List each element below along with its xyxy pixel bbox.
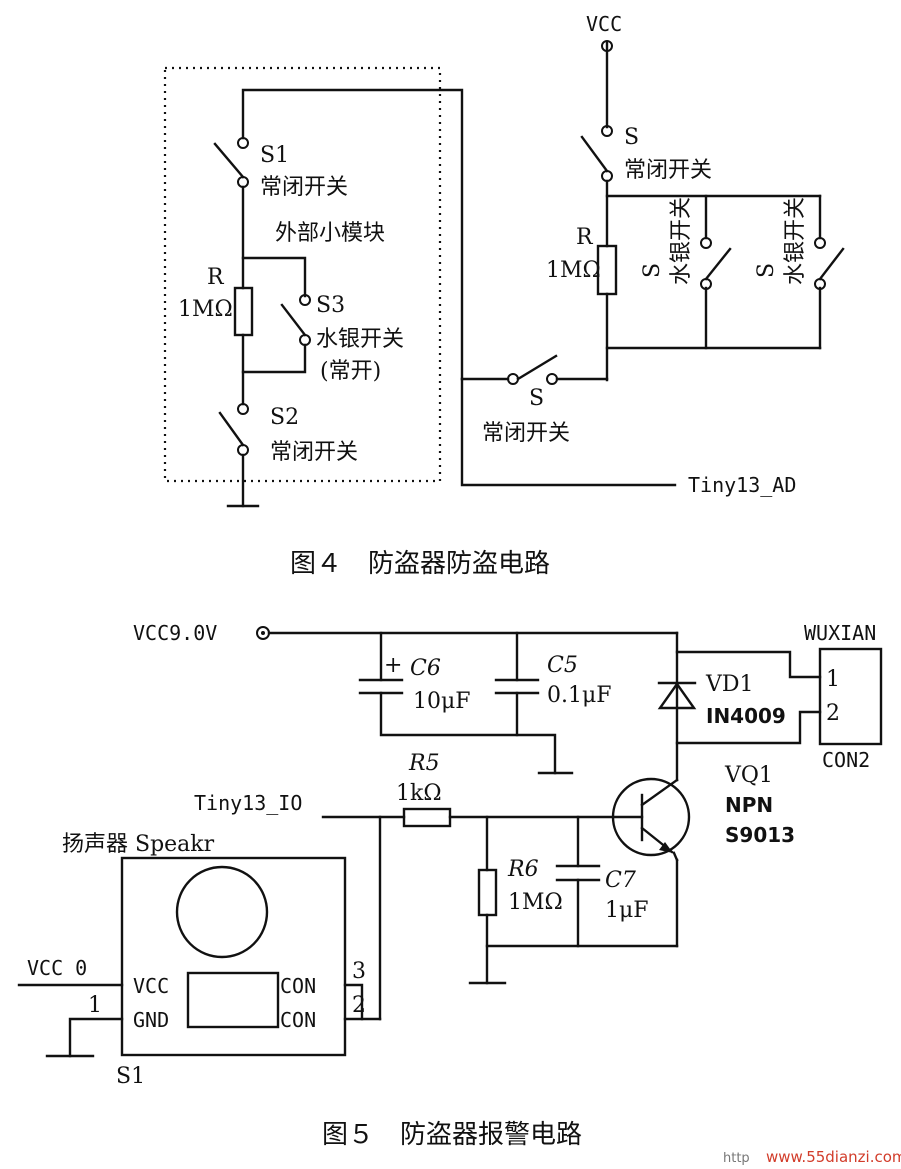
fig4-s2-label: S2 [270,405,299,430]
watermark-http: http [723,1151,750,1166]
fig5-vcc-label: VCC9.0V [133,621,217,645]
merc1-type-label: 水银开关 [669,197,694,285]
speaker-title: 扬声器 Speakr [62,832,215,857]
speaker-inner-box [186,971,280,1029]
merc2-type-label: 水银开关 [783,197,808,285]
con-label: CON2 [822,748,870,772]
c5-label: C5 [547,653,578,678]
resistor-r5 [402,807,452,828]
fig4-s3-label: S3 [316,293,345,318]
c6-label: C6 [410,656,441,681]
vq1-part: S9013 [725,823,795,847]
module-dotted-box [163,66,442,483]
fig4-r-left-label: R [207,265,225,290]
connector-con2 [818,647,883,746]
left-top-wire [241,88,464,381]
merc2-s-label: S [754,263,779,278]
c5-value: 0.1μF [547,683,612,708]
switch-s1 [213,137,249,188]
con-name: WUXIAN [804,621,876,645]
pin1-label: 1 [88,993,102,1018]
fig4-anti-theft-circuit: VCC S 常闭开关 R 1MΩ S 水银开关 S 水银开关 S 常闭开关 Ti… [163,12,845,579]
con-pin2: 2 [826,701,840,726]
c6-plus: + [384,653,402,678]
r5-label: R5 [408,751,440,776]
merc1-s-label: S [640,263,665,278]
switch-s2 [218,403,249,456]
fig4-r-right-value: 1MΩ [546,258,601,283]
speaker-module [120,856,347,1057]
speaker-con1: CON [280,974,316,998]
fig4-output-label: Tiny13_AD [688,473,796,497]
vq1-type: NPN [725,793,773,817]
vd1-label: VD1 [705,672,754,697]
r6-value: 1MΩ [508,890,563,915]
fig4-vcc-label: VCC [586,12,622,36]
pin2-label: 2 [352,993,366,1018]
pin3-label: 3 [352,959,366,984]
fig4-s-top-label: S [624,125,639,150]
resistor-r6 [477,868,498,917]
c7-value: 1μF [605,898,649,923]
r6-label: R6 [507,857,539,882]
fig4-s2-type: 常闭开关 [270,440,358,465]
io-label: Tiny13_IO [194,791,302,815]
fig4-r-right-label: R [576,225,594,250]
speaker-s1-label: S1 [116,1064,145,1089]
speaker-cone [175,865,269,959]
mercury-switch-1 [700,237,732,290]
vcc0-label: VCC 0 [27,956,87,980]
c7-label: C7 [605,868,636,893]
switch-s-bottom [507,354,558,385]
fig4-caption: 图４ 防盗器防盗电路 [290,549,550,579]
mercury-switch-2 [814,237,845,290]
watermark-site: www.55dianzi.com [766,1148,901,1166]
switch-s-top [580,125,613,182]
r5-value: 1kΩ [396,781,442,806]
fig4-r-left-value: 1MΩ [178,297,233,322]
c6-value: 10μF [413,689,471,714]
speaker-vcc: VCC [133,974,169,998]
fig5-alarm-circuit: VCC9.0V + C6 10μF C5 0.1μF VD1 IN4009 WU… [17,621,883,1150]
vd1-part: IN4009 [706,704,786,728]
fig4-s3-type: 水银开关 [316,327,404,352]
diode-vd1 [657,681,697,710]
output-wire [460,377,677,487]
fig5-caption: 图５ 防盗器报警电路 [322,1120,582,1150]
resistor-r-left [233,286,254,337]
fig4-s-bottom-type: 常闭开关 [482,421,570,446]
fig4-module-title: 外部小模块 [275,221,385,246]
fig4-s-bottom-label: S [529,386,544,411]
fig4-s1-type: 常闭开关 [260,175,348,200]
speaker-con2: CON [280,1008,316,1032]
switch-s3 [280,294,311,346]
fig4-s3-note: (常开) [320,359,381,384]
vq1-label: VQ1 [724,763,773,788]
speaker-gnd: GND [133,1008,169,1032]
fig4-s-top-type: 常闭开关 [624,158,712,183]
con-pin1: 1 [826,667,840,692]
fig4-s1-label: S1 [260,143,289,168]
vcc-terminal [601,40,613,52]
